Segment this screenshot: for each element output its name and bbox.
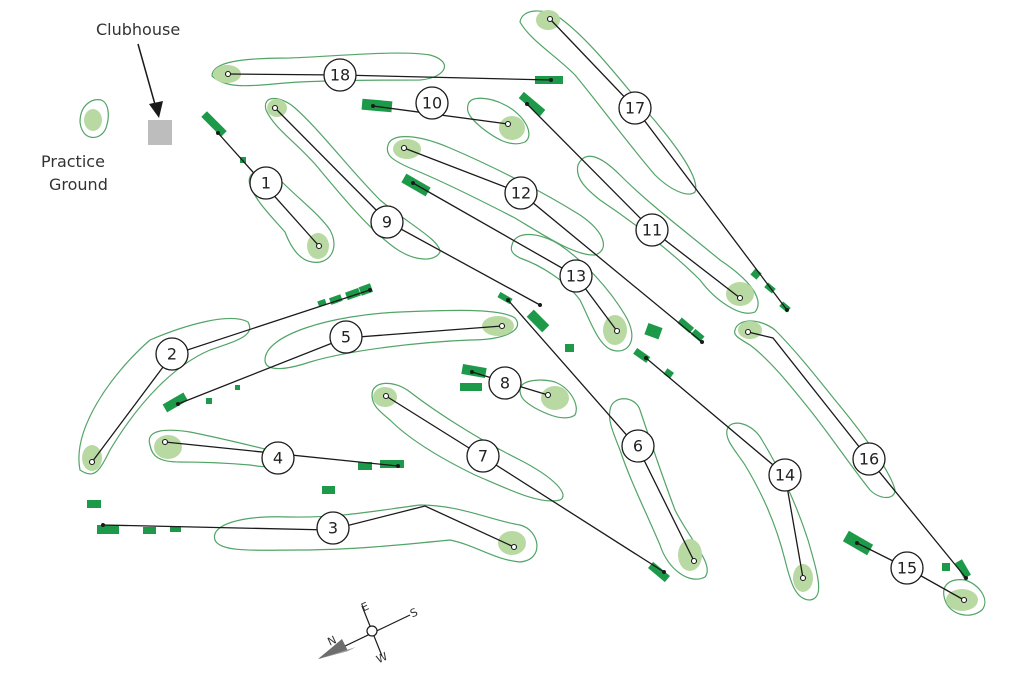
hole-17[interactable] [519, 10, 791, 313]
svg-text:16: 16 [859, 450, 879, 469]
hole-number-2[interactable]: 2 [155, 337, 189, 371]
svg-text:10: 10 [422, 94, 442, 113]
compass-w: W [374, 650, 389, 666]
hole-number-10[interactable]: 10 [415, 86, 449, 120]
hole-number-14[interactable]: 14 [768, 458, 802, 492]
hole-number-1[interactable]: 1 [249, 166, 283, 200]
compass: E S W N [318, 600, 420, 666]
svg-text:17: 17 [625, 99, 645, 118]
hole-number-8[interactable]: 8 [488, 366, 522, 400]
svg-text:9: 9 [382, 213, 392, 232]
hole-number-5[interactable]: 5 [329, 320, 363, 354]
hole-number-11[interactable]: 11 [635, 213, 669, 247]
svg-text:8: 8 [500, 374, 510, 393]
svg-text:6: 6 [633, 437, 643, 456]
hole-number-18[interactable]: 18 [323, 58, 357, 92]
svg-text:3: 3 [328, 519, 338, 538]
svg-text:14: 14 [775, 466, 795, 485]
hole-11[interactable] [518, 91, 759, 314]
svg-text:15: 15 [897, 559, 917, 578]
compass-north-arrow [318, 639, 348, 659]
hole-number-13[interactable]: 13 [559, 259, 593, 293]
hole-number-6[interactable]: 6 [621, 429, 655, 463]
hole-number-7[interactable]: 7 [466, 439, 500, 473]
hole-3[interactable] [87, 500, 538, 563]
hole-number-9[interactable]: 9 [370, 205, 404, 239]
hole-number-12[interactable]: 12 [504, 176, 538, 210]
clubhouse-arrow [137, 43, 157, 109]
svg-text:1: 1 [261, 174, 271, 193]
svg-text:18: 18 [330, 66, 350, 85]
hole-18[interactable] [211, 52, 563, 87]
hole-6[interactable] [497, 291, 708, 583]
practice-ground-label-line1: Practice [41, 152, 105, 171]
svg-text:7: 7 [478, 447, 488, 466]
hole-number-16[interactable]: 16 [852, 442, 886, 476]
hole-number-15[interactable]: 15 [890, 551, 924, 585]
clubhouse-arrowhead [149, 101, 163, 118]
hole-16[interactable] [733, 320, 971, 580]
svg-text:11: 11 [642, 221, 662, 240]
hole-number-4[interactable]: 4 [261, 441, 295, 475]
practice-green [84, 109, 102, 131]
svg-text:2: 2 [167, 345, 177, 364]
svg-text:5: 5 [341, 328, 351, 347]
practice-ground[interactable] [79, 99, 109, 138]
svg-text:13: 13 [566, 267, 586, 286]
hole-8[interactable] [460, 363, 577, 419]
hole-10[interactable] [361, 97, 530, 145]
svg-text:4: 4 [273, 449, 283, 468]
compass-s: S [408, 606, 420, 621]
hole-number-3[interactable]: 3 [316, 511, 350, 545]
practice-ground-label-line2: Ground [49, 175, 108, 194]
clubhouse-label: Clubhouse [96, 20, 181, 39]
svg-text:12: 12 [511, 184, 531, 203]
hole-number-17[interactable]: 17 [618, 91, 652, 125]
hole-15[interactable] [842, 530, 986, 616]
clubhouse-building[interactable] [148, 120, 172, 145]
hole-2[interactable] [78, 283, 374, 475]
compass-e: E [359, 600, 371, 615]
